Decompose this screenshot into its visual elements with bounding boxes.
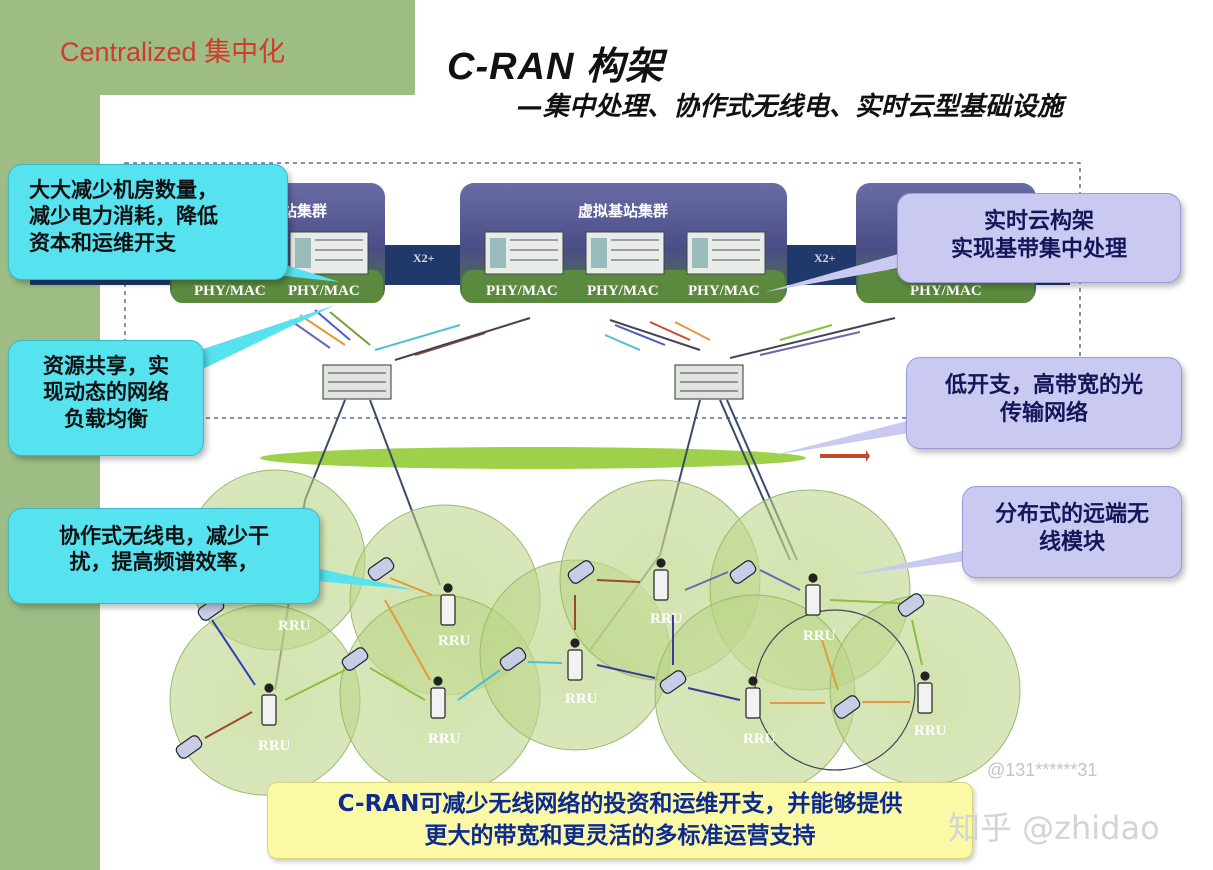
antenna-icon — [261, 683, 277, 726]
antenna-icon — [567, 638, 583, 681]
phy-mac-label: PHY/MAC — [486, 283, 558, 299]
antenna-icon — [440, 583, 456, 626]
callout-line: 资源共享，实 — [43, 354, 169, 378]
antenna-icon — [805, 573, 821, 616]
antenna-icon — [653, 558, 669, 601]
phone-icon — [341, 647, 369, 671]
rru-label: RRU — [258, 738, 291, 754]
server-icon — [585, 231, 665, 275]
rru-antennas — [261, 558, 933, 726]
cluster-label: 站集群 — [282, 202, 327, 220]
phone-icon — [567, 560, 595, 584]
summary-line: C-RAN可减少无线网络的投资和运维开支，并能够提供 — [337, 791, 903, 817]
antenna-icon — [917, 671, 933, 714]
rru-label: RRU — [803, 628, 836, 644]
callout-line: 传输网络 — [999, 400, 1088, 426]
watermark-site: 知乎 @zhidao — [948, 809, 1160, 847]
summary-line: 更大的带宽和更灵活的多标准运营支持 — [424, 822, 816, 849]
callout-line: 实时云构架 — [983, 209, 1094, 234]
server-icon — [289, 231, 369, 275]
phy-mac-label: PHY/MAC — [587, 283, 659, 299]
header-tag: Centralized 集中化 — [60, 37, 286, 67]
callout-line: 大大减少机房数量， — [29, 178, 218, 202]
rru-label: RRU — [278, 618, 311, 634]
phone-icon — [729, 560, 757, 584]
rru-label: RRU — [914, 723, 947, 739]
callout-distributed-rru: 分布式的远端无 线模块 — [962, 486, 1182, 578]
switch-icon — [674, 364, 744, 400]
callout-resource-sharing: 资源共享，实 现动态的网络 负载均衡 — [8, 340, 204, 456]
x2-label: X2+ — [413, 251, 435, 265]
watermark-user: @131******31 — [987, 760, 1098, 780]
callout-optical-network: 低开支，高带宽的光 传输网络 — [906, 357, 1182, 449]
rru-label: RRU — [743, 731, 776, 747]
callout-line: 实现基带集中处理 — [950, 236, 1127, 262]
phone-icon — [897, 593, 925, 617]
switch-icon — [322, 364, 392, 400]
bbu-cluster-2: 虚拟基站集群 PHY/MAC PHY/MAC PHY/MAC — [460, 183, 787, 303]
callout-line: 协作式无线电，减少干 — [59, 524, 269, 548]
phone-icon — [659, 670, 687, 694]
callout-line: 分布式的远端无 — [994, 502, 1149, 527]
callout-pointers — [180, 245, 990, 590]
phy-mac-label: PHY/MAC — [194, 283, 266, 299]
phone-icon — [499, 647, 527, 671]
rru-labels: RRU RRU RRU RRU RRU RRU RRU RRU RRU — [258, 611, 947, 754]
rru-label: RRU — [565, 691, 598, 707]
optical-network-ring — [260, 447, 806, 469]
summary-box: C-RAN可减少无线网络的投资和运维开支，并能够提供 更大的带宽和更灵活的多标准… — [267, 782, 973, 859]
callout-line: 资本和运维开支 — [29, 230, 176, 255]
callout-line: 现动态的网络 — [43, 380, 169, 405]
callout-line: 减少电力消耗，降低 — [29, 204, 218, 229]
callout-line: 低开支，高带宽的光 — [944, 373, 1143, 398]
phone-icon — [833, 695, 861, 719]
slide-subtitle: —集中处理、协作式无线电、实时云型基础设施 — [517, 92, 1064, 122]
slide-title: C-RAN 构架 — [447, 46, 664, 88]
server-icon — [484, 231, 564, 275]
server-icon — [686, 231, 766, 275]
rru-label: RRU — [438, 633, 471, 649]
arrow-icon — [820, 450, 870, 462]
callout-line: 负载均衡 — [64, 406, 148, 431]
phone-icon — [367, 557, 395, 581]
rru-label: RRU — [650, 611, 683, 627]
phone-icon — [175, 735, 203, 759]
cluster-label: 虚拟基站集群 — [578, 202, 668, 220]
callout-cooperative-radio: 协作式无线电，减少干 扰，提高频谱效率， — [8, 508, 320, 604]
radio-links — [204, 569, 923, 739]
antenna-icon — [430, 676, 446, 719]
x2-label: X2+ — [814, 251, 836, 265]
callout-line: 线模块 — [1038, 529, 1105, 555]
phy-mac-label: PHY/MAC — [910, 283, 982, 299]
callout-line: 扰，提高频谱效率， — [69, 550, 259, 575]
cluster-switch-links — [289, 309, 896, 361]
top-decor-band — [0, 0, 415, 95]
phy-mac-label: PHY/MAC — [688, 283, 760, 299]
phy-mac-label: PHY/MAC — [288, 283, 360, 299]
antenna-icon — [745, 676, 761, 719]
callout-realtime-cloud: 实时云构架 实现基带集中处理 — [897, 193, 1181, 283]
callout-datacenter-reduction: 大大减少机房数量， 减少电力消耗，降低 资本和运维开支 — [8, 164, 288, 280]
cloud-boundary — [124, 162, 1081, 419]
rru-label: RRU — [428, 731, 461, 747]
